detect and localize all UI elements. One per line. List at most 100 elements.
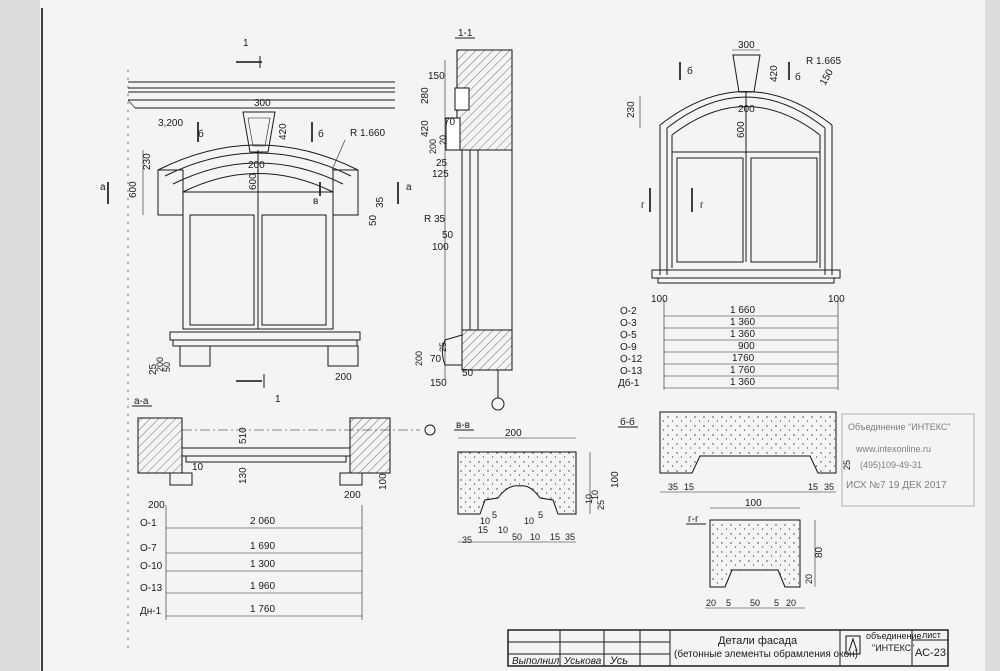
- dim-left-230: 230: [142, 153, 153, 170]
- section-b-b: б-б 25 35 15 15 35: [618, 411, 852, 493]
- r-dim-230: 230: [626, 101, 637, 118]
- bb-dim-35a: 35: [668, 482, 678, 492]
- schedule-value: 1 360: [730, 377, 755, 388]
- vv-dim-15b: 15: [550, 532, 560, 542]
- gg-dim-20c: 20: [786, 598, 796, 608]
- vv-dim-10f: 10: [530, 532, 540, 542]
- dim-jamb-35: 35: [375, 196, 386, 208]
- schedule-right: О-2 1 660 О-3 1 360 О-5 1 360 О-9 900 О-…: [618, 300, 839, 390]
- cut-v: в: [313, 196, 318, 207]
- title-sheet-no: АС-23: [915, 647, 946, 659]
- title-line1: Детали фасада: [718, 635, 798, 647]
- left-window-elevation: 1 3,200 300 420 R 1.660 200 600: [100, 38, 412, 405]
- sec11-radius: R 35: [424, 214, 446, 225]
- schedule-left-row-1: О-7 1 690: [140, 541, 362, 554]
- title-sheet-label: лист: [922, 630, 941, 640]
- section-gg-title: г-г: [688, 514, 699, 525]
- sec11-dim-20: 20: [438, 135, 448, 145]
- r-dim-200: 200: [738, 104, 755, 115]
- section-1-1: 1-1 150 280 420 70 200 20 25 125 R 35 50…: [414, 28, 513, 411]
- dim-keystone-height: 420: [278, 123, 289, 140]
- dim-bottom-200: 200: [335, 372, 352, 383]
- schedule-code: О-13: [620, 366, 643, 377]
- vv-dim-5b: 5: [538, 510, 543, 520]
- vv-dim-25: 25: [596, 500, 606, 510]
- vv-dim-10c: 10: [480, 516, 490, 526]
- gg-dim-5b: 5: [774, 598, 779, 608]
- aa-dim-200-left: 200: [148, 500, 165, 511]
- r-cut-g-left: г: [641, 200, 645, 211]
- r-dim-keystone: 300: [738, 40, 755, 51]
- sec11-dim-50: 50: [442, 230, 454, 241]
- stamp-line1: Объединение "ИНТЕКС": [848, 422, 951, 432]
- schedule-code: О-1: [140, 518, 157, 529]
- schedule-right-row-6: Дб-1 1 360: [618, 377, 838, 389]
- cut-a-left: а: [100, 182, 106, 193]
- schedule-right-row-4: О-12 1760: [620, 353, 838, 365]
- section-bb-title: б-б: [620, 416, 635, 428]
- stamp-line4: ИСХ №7 19 ДЕК 2017: [846, 480, 947, 491]
- schedule-left-row-3: О-13 1 960: [140, 581, 362, 594]
- organization-stamp: Объединение "ИНТЕКС" www.intexonline.ru …: [841, 413, 975, 507]
- vv-dim-10d: 10: [524, 516, 534, 526]
- cut-b-left: б: [198, 128, 204, 140]
- dim-inner-200: 200: [248, 160, 265, 171]
- vv-dim-15a: 15: [478, 525, 488, 535]
- dim-jamb-50: 50: [368, 214, 379, 226]
- schedule-code: О-2: [620, 306, 637, 317]
- dim-left-600: 600: [128, 181, 139, 198]
- sec11-dim-100: 100: [432, 242, 449, 253]
- r-dim-420: 420: [769, 65, 780, 82]
- vv-dim-35b: 35: [565, 532, 575, 542]
- sec11-dim-70b: 70: [430, 354, 442, 365]
- section-mark-1-top: 1: [243, 38, 249, 49]
- schedule-code: О-7: [140, 543, 157, 554]
- dim-sill-50: 200: [155, 357, 165, 372]
- dim-cornice: 3,200: [158, 118, 183, 129]
- bb-dim-15b: 15: [808, 482, 818, 492]
- section-g-g: г-г 100 80 20 20 5 50 5 20: [686, 498, 825, 609]
- r-cut-g-right: г: [700, 200, 704, 211]
- schedule-value: 1 960: [250, 581, 275, 592]
- section-vv-title: в-в: [456, 420, 470, 431]
- gg-dim-5a: 5: [726, 598, 731, 608]
- stamp-line3: (495)109-49-31: [860, 460, 922, 470]
- vv-dim-200: 200: [505, 428, 522, 439]
- schedule-code: О-10: [140, 561, 163, 572]
- section-v-v: в-в 200 100 10 10 25 10 5 10 5 15 10 50 …: [454, 420, 621, 545]
- sec11-dim-150: 150: [428, 71, 445, 82]
- r-cut-b-left: б: [687, 65, 693, 77]
- schedule-right-row-2: О-5 1 360: [620, 329, 838, 341]
- r-dim-600: 600: [736, 121, 747, 138]
- schedule-value: 1 760: [730, 365, 755, 376]
- schedule-left-row-0: О-1 2 060: [140, 516, 362, 529]
- vv-dim-10b: 10: [590, 490, 600, 500]
- title-org-label: объединение: [866, 631, 922, 641]
- schedule-code: Дб-1: [618, 377, 640, 389]
- section-a-a: а-а 510 10 130 100 200 200: [132, 396, 436, 511]
- r-cut-b-right: б: [795, 71, 801, 83]
- title-block: Выполнил Уськова Усь Детали фасада (бето…: [507, 629, 949, 667]
- org-logo-icon: [845, 635, 861, 655]
- gg-dim-100: 100: [745, 498, 762, 509]
- r-dim-radius: R 1.665: [806, 56, 841, 67]
- gg-dim-20a: 20: [804, 574, 814, 584]
- sec11-dim-125: 125: [432, 169, 449, 180]
- cut-b-right: б: [318, 128, 324, 140]
- schedule-code: Дн-1: [140, 606, 162, 617]
- schedule-value: 1760: [732, 353, 755, 364]
- aa-dim-510: 510: [238, 427, 249, 444]
- vv-dim-50: 50: [512, 532, 522, 542]
- schedule-value: 1 690: [250, 541, 275, 552]
- bb-dim-25: 25: [842, 460, 852, 470]
- schedule-left-row-2: О-10 1 300: [140, 559, 362, 572]
- sec11-dim-25: 25: [436, 158, 448, 169]
- aa-dim-200-right: 200: [344, 490, 361, 501]
- schedule-right-row-5: О-13 1 760: [620, 365, 838, 377]
- sec11-dim-150b: 150: [430, 378, 447, 389]
- dim-radius: R 1.660: [350, 128, 385, 139]
- aa-dim-100: 100: [378, 473, 389, 490]
- r-dim-100-left: 100: [651, 294, 668, 305]
- schedule-code: О-3: [620, 318, 637, 329]
- schedule-value: 1 360: [730, 317, 755, 328]
